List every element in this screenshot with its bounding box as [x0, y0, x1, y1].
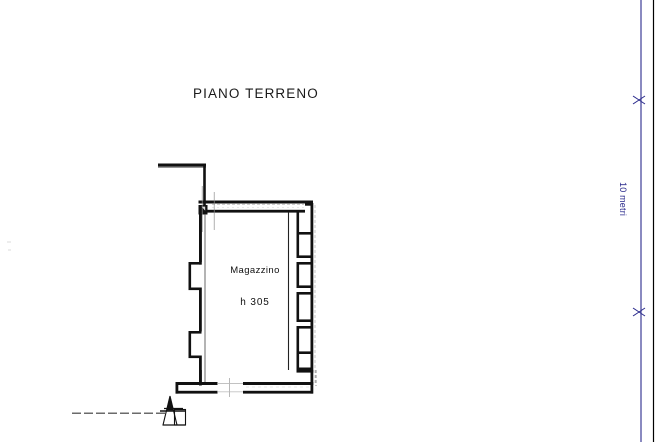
scale-tick-upper: [632, 95, 646, 105]
room-height-label: h 305: [240, 297, 270, 308]
wall-bottom: [175, 370, 314, 397]
wall-niche: [296, 262, 311, 288]
wall-bottom-right-return: [296, 370, 317, 386]
scale-bar-group: [632, 0, 646, 442]
wall-niche: [296, 232, 311, 258]
scale-bar-label: 10 metri: [618, 182, 628, 217]
stair-direction-arrow-icon: [162, 395, 187, 426]
property-boundary-line: [72, 410, 186, 414]
door-opening-bottom: [217, 378, 243, 397]
wall-niche: [296, 326, 311, 354]
scale-tick-lower: [632, 307, 646, 317]
wall-top: [207, 200, 313, 213]
wall-niche: [296, 292, 311, 322]
adjacent-wall-upper-left: [158, 163, 206, 206]
pillar-top-left: [198, 186, 215, 232]
page-title: PIANO TERRENO: [193, 86, 319, 101]
room-name-label: Magazzino: [230, 265, 280, 276]
margin-mark: [7, 241, 11, 251]
wall-right: [287, 203, 316, 385]
